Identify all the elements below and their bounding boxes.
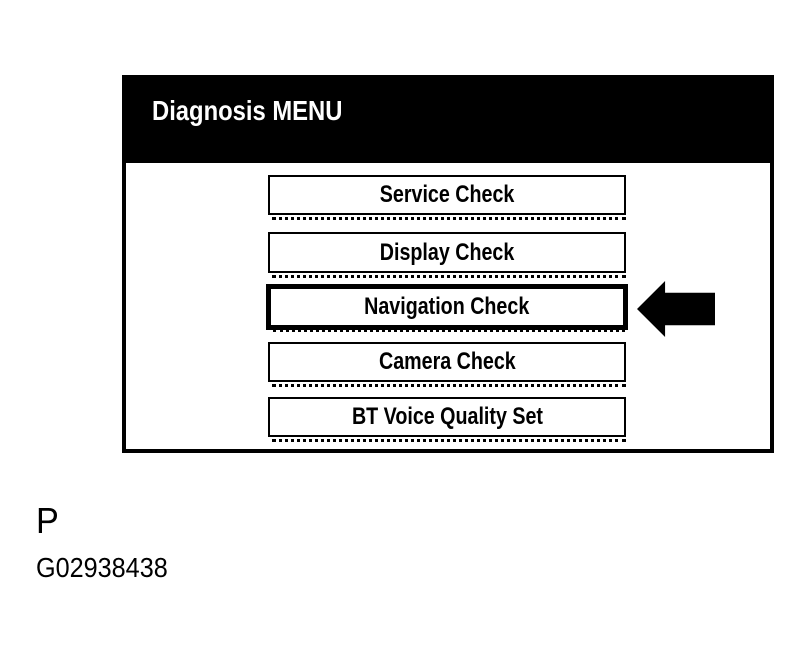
- menu-button-label: Navigation Check: [364, 293, 530, 320]
- diagnosis-menu-screen: Diagnosis MENU Service Check Display Che…: [122, 75, 774, 453]
- menu-button-label: Camera Check: [378, 348, 516, 375]
- menu-button-display-check[interactable]: Display Check: [268, 232, 626, 278]
- menu-button-bt-voice-quality-set[interactable]: BT Voice Quality Set: [268, 397, 626, 442]
- figure-caption-letter: P: [36, 500, 59, 541]
- figure-id: G02938438: [36, 552, 168, 583]
- screen-title: Diagnosis MENU: [152, 95, 343, 126]
- screen-header: Diagnosis MENU: [122, 75, 774, 163]
- menu-button-label: BT Voice Quality Set: [351, 403, 543, 430]
- menu-button-navigation-check[interactable]: Navigation Check: [266, 284, 628, 332]
- menu-button-service-check[interactable]: Service Check: [268, 175, 626, 220]
- menu-button-label: Display Check: [379, 238, 515, 266]
- menu-button-camera-check[interactable]: Camera Check: [268, 342, 626, 387]
- menu-button-label: Service Check: [379, 181, 515, 208]
